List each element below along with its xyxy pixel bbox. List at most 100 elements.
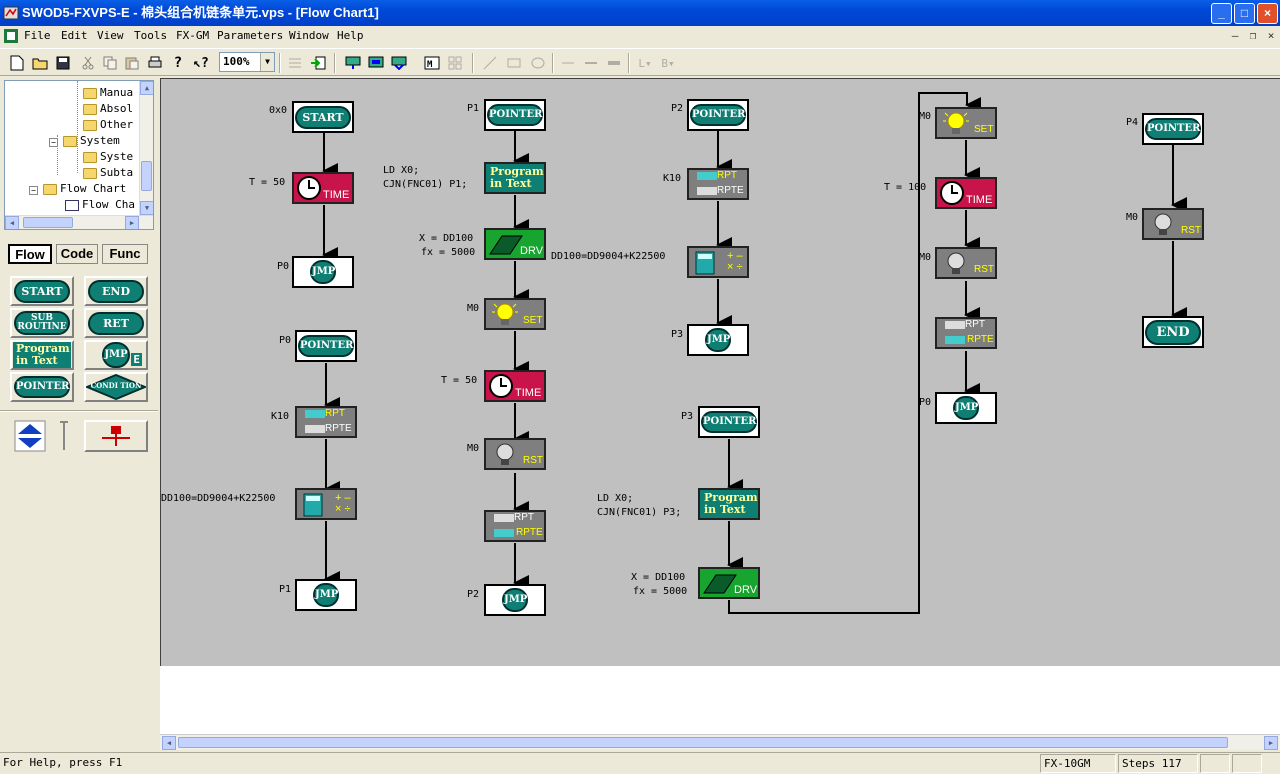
canvas-empty-area[interactable] [160,666,1280,736]
menu-fx-gm[interactable]: FX-GM [176,29,210,42]
grid-icon[interactable] [444,52,466,74]
flow-pointer-node[interactable]: POINTER [484,99,546,131]
tree-item[interactable]: Manua [83,85,133,101]
scroll-thumb[interactable] [178,737,1228,748]
print-icon[interactable] [144,52,166,74]
ellipse-tool-icon[interactable] [527,52,549,74]
monitor-icon[interactable]: M [421,52,443,74]
menu-tools[interactable]: Tools [134,29,168,42]
flow-timer-node[interactable]: TIME [292,172,354,204]
move-up-down-icon[interactable] [14,420,46,452]
border-style-icon[interactable]: B▾ [661,56,675,70]
save-icon[interactable] [52,52,74,74]
paste-icon[interactable] [121,52,143,74]
flow-reset-node[interactable]: RST [1142,208,1204,240]
menu-view[interactable]: View [97,29,124,42]
flow-start-node[interactable]: START [292,101,354,133]
flow-timer-node[interactable]: TIME [935,177,997,209]
help-icon[interactable]: ? [173,55,183,71]
flow-calc-node[interactable]: + – × ÷ [687,246,749,278]
flow-pointer-node[interactable]: POINTER [698,406,760,438]
thick-line-icon[interactable] [603,52,625,74]
flow-reset-node[interactable]: RST [484,438,546,470]
transfer-icon[interactable] [307,52,329,74]
flow-timer-node[interactable]: TIME [484,370,546,402]
flow-set-node[interactable]: SET [484,298,546,330]
tree-collapse-icon[interactable]: − [29,186,38,195]
line-tool-icon[interactable] [479,52,501,74]
medium-line-icon[interactable] [580,52,602,74]
thin-line-icon[interactable] [557,52,579,74]
scroll-right-icon[interactable]: ▶ [1264,736,1278,750]
flow-calc-node[interactable]: + – × ÷ [295,488,357,520]
flow-pointer-node[interactable]: POINTER [1142,113,1204,145]
flow-pointer-node[interactable]: POINTER [295,330,357,362]
new-file-icon[interactable] [6,52,28,74]
flowchart-canvas[interactable]: 0x0 START T = 50 TIME P0 JMP P0 POINTER … [160,78,1280,666]
flow-end-node[interactable]: END [1142,316,1204,348]
menu-parameters[interactable]: Parameters [217,29,284,42]
palette-ret-button[interactable]: RET [84,308,148,338]
tree-item-flow-chart1[interactable]: Flow Cha [65,197,135,213]
scroll-left-icon[interactable]: ◀ [5,216,19,229]
flow-drive-node[interactable]: DRV [698,567,760,599]
cut-icon[interactable] [77,52,99,74]
branch-tool-icon[interactable] [84,420,148,452]
scroll-up-icon[interactable]: ▲ [140,81,153,95]
flow-jmp-node[interactable]: JMP [935,392,997,424]
scroll-down-icon[interactable]: ▼ [140,201,153,215]
maximize-button[interactable]: □ [1234,3,1255,24]
menu-edit[interactable]: Edit [61,29,88,42]
verify-icon[interactable] [388,52,410,74]
canvas-horizontal-scrollbar[interactable]: ◀ ▶ [160,734,1280,750]
mdi-close-button[interactable]: × [1267,29,1275,42]
copy-icon[interactable] [99,52,121,74]
menu-file[interactable]: File [24,29,51,42]
rect-tool-icon[interactable] [503,52,525,74]
line-style-icon[interactable]: L▾ [638,56,652,70]
tree-item[interactable]: Syste [83,149,133,165]
flow-drive-node[interactable]: DRV [484,228,546,260]
flow-reset-node[interactable]: RST [935,247,997,279]
flow-jmp-node[interactable]: JMP [484,584,546,616]
minimize-button[interactable]: _ [1211,3,1232,24]
context-help-icon[interactable]: ↖? [193,55,209,71]
flow-jmp-node[interactable]: JMP [687,324,749,356]
tree-item-system[interactable]: System [63,133,120,149]
palette-pointer-button[interactable]: POINTER [10,372,74,402]
project-tree[interactable]: Manua Absol Other − System Syste Subta −… [4,80,154,230]
write-plc-icon[interactable] [365,52,387,74]
tree-item[interactable]: Absol [83,101,133,117]
mdi-restore-button[interactable]: ❐ [1249,29,1257,42]
flow-jmp-node[interactable]: JMP [295,579,357,611]
tab-func[interactable]: Func [102,244,148,264]
connector-line-icon[interactable] [58,420,70,452]
chevron-down-icon[interactable]: ▼ [260,53,274,71]
open-folder-icon[interactable] [29,52,51,74]
tree-item[interactable]: Other [83,117,133,133]
palette-subroutine-button[interactable]: SUB ROUTINE [10,308,74,338]
scroll-thumb[interactable] [141,161,152,191]
zoom-select[interactable]: 100%▼ [219,52,275,72]
scroll-thumb[interactable] [23,217,73,228]
align-icon[interactable] [284,52,306,74]
flow-pointer-node[interactable]: POINTER [687,99,749,131]
palette-end-button[interactable]: END [84,276,148,306]
menu-window[interactable]: Window [289,29,329,42]
tree-item-flow-chart[interactable]: Flow Chart [43,181,126,197]
tree-item[interactable]: Subta [83,165,133,181]
menu-help[interactable]: Help [337,29,364,42]
tab-code[interactable]: Code [56,244,98,264]
flow-jmp-node[interactable]: JMP [292,256,354,288]
close-button[interactable]: × [1257,3,1278,24]
mdi-minimize-button[interactable]: – [1231,29,1239,42]
read-plc-icon[interactable] [342,52,364,74]
palette-condition-button[interactable]: CONDI TION [84,372,148,402]
